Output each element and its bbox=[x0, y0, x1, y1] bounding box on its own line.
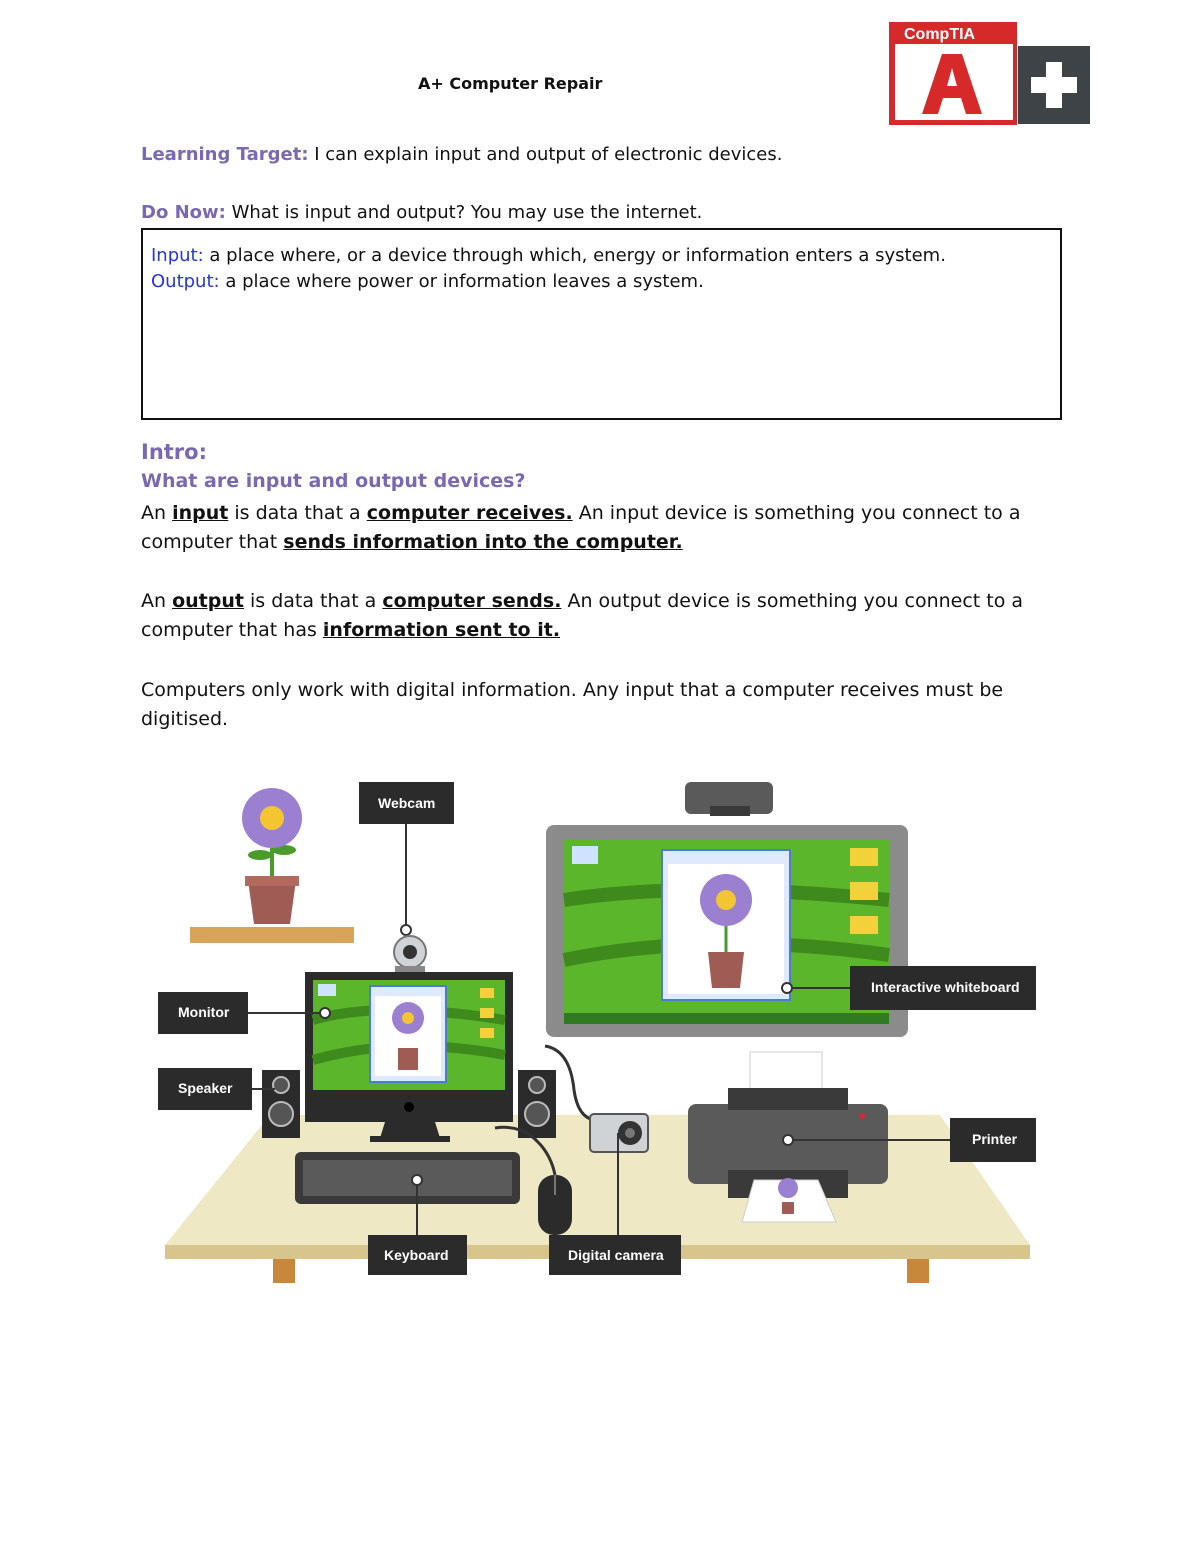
keyboard-label: Keyboard bbox=[384, 1247, 449, 1263]
document-title: A+ Computer Repair bbox=[418, 74, 603, 93]
digital-camera-label-box bbox=[549, 1235, 681, 1275]
monitor-label: Monitor bbox=[178, 1004, 230, 1020]
output-text: a place where power or information leave… bbox=[219, 271, 704, 292]
text: is data that a bbox=[243, 590, 383, 612]
term-sends-information: sends information into the computer. bbox=[283, 531, 683, 553]
input-text: a place where, or a device through which… bbox=[203, 245, 946, 266]
answer-box[interactable]: Input: a place where, or a device throug… bbox=[141, 228, 1062, 420]
shelf bbox=[190, 927, 354, 943]
term-information-sent: information sent to it. bbox=[322, 619, 561, 641]
text: An bbox=[141, 502, 173, 524]
speaker-label-box bbox=[158, 1068, 252, 1110]
intro-heading: Intro: bbox=[141, 440, 207, 464]
interactive-whiteboard-label-box bbox=[850, 966, 1036, 1010]
speaker-label: Speaker bbox=[178, 1080, 233, 1096]
term-computer-receives: computer receives. bbox=[366, 502, 573, 524]
printer-label: Printer bbox=[972, 1131, 1018, 1147]
webcam-label: Webcam bbox=[378, 795, 435, 811]
keyboard-label-box bbox=[368, 1235, 467, 1275]
svg-text:CompTIA: CompTIA bbox=[904, 26, 976, 43]
do-now: Do Now: What is input and output? You ma… bbox=[141, 202, 702, 223]
learning-target: Learning Target: I can explain input and… bbox=[141, 144, 782, 165]
term-output: output bbox=[172, 590, 244, 612]
input-label: Input: bbox=[151, 245, 204, 266]
io-devices-illustration: Webcam Monitor bbox=[150, 770, 1050, 1290]
projector-icon bbox=[685, 782, 773, 814]
input-paragraph: An input is data that a computer receive… bbox=[141, 499, 1041, 557]
output-label: Output: bbox=[151, 271, 220, 292]
learning-target-label: Learning Target: bbox=[141, 144, 309, 165]
interactive-whiteboard-label: Interactive whiteboard bbox=[871, 979, 1020, 995]
webcam-label-box bbox=[359, 782, 454, 824]
text: is data that a bbox=[228, 502, 367, 524]
do-now-text: What is input and output? You may use th… bbox=[225, 202, 703, 223]
monitor-label-box bbox=[158, 992, 248, 1034]
learning-target-text: I can explain input and output of electr… bbox=[308, 144, 783, 165]
term-computer-sends: computer sends. bbox=[382, 590, 562, 612]
mouse-icon bbox=[538, 1175, 572, 1235]
flower-pot bbox=[248, 880, 296, 924]
digital-paragraph: Computers only work with digital informa… bbox=[141, 679, 1004, 730]
output-paragraph: An output is data that a computer sends.… bbox=[141, 587, 1041, 645]
digital-camera-label: Digital camera bbox=[568, 1247, 664, 1263]
text: An output device is something you connec… bbox=[141, 590, 1024, 641]
do-now-label: Do Now: bbox=[141, 202, 226, 223]
printer-label-box bbox=[950, 1118, 1036, 1162]
comptia-logo: CompTIA bbox=[888, 20, 1092, 126]
text: An bbox=[141, 590, 173, 612]
text: An input device is something you connect… bbox=[141, 502, 1021, 553]
output-definition: Output: a place where power or informati… bbox=[151, 271, 704, 292]
term-input: input bbox=[172, 502, 229, 524]
intro-question: What are input and output devices? bbox=[141, 470, 526, 492]
input-definition: Input: a place where, or a device throug… bbox=[151, 245, 946, 266]
